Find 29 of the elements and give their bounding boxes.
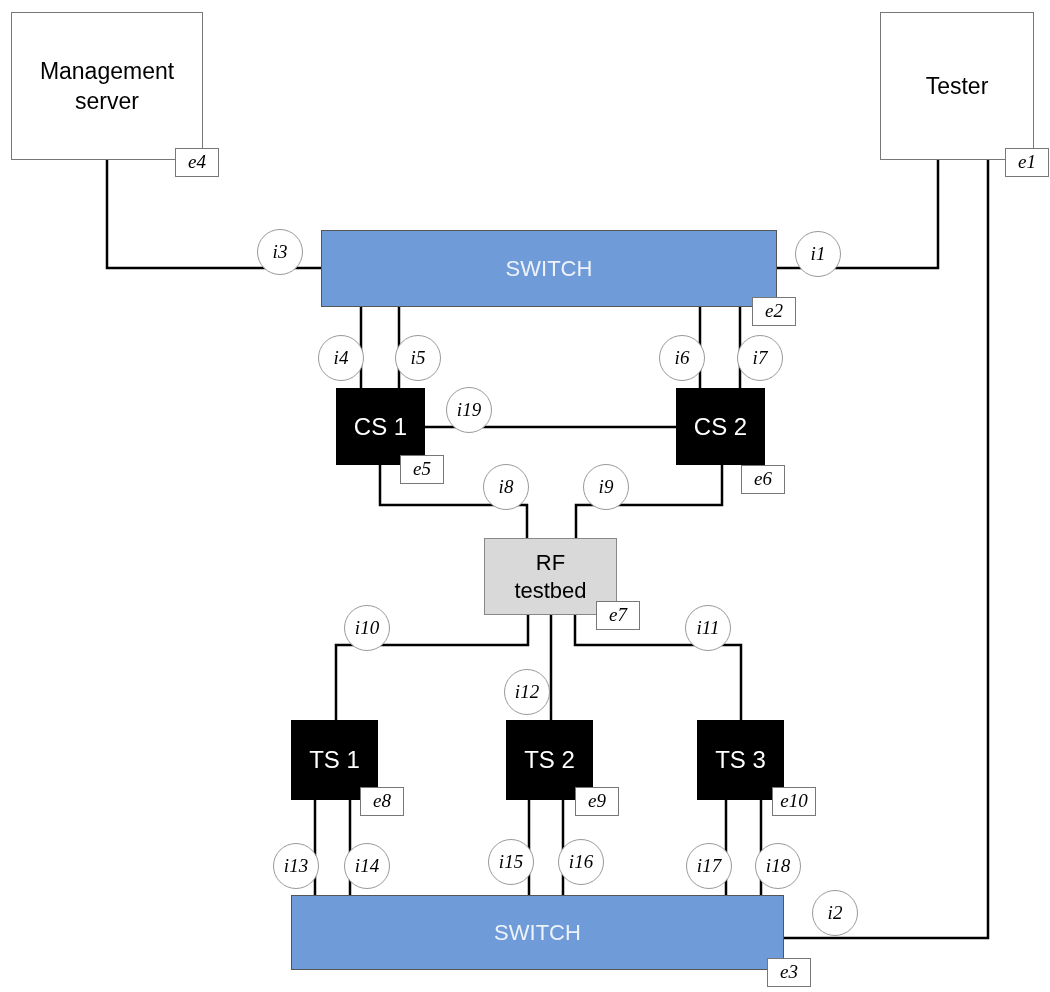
- connection-line: [574, 465, 724, 538]
- port-tag: e9: [575, 787, 619, 816]
- node-label: TS 2: [523, 745, 576, 775]
- node-label: TS 1: [308, 745, 361, 775]
- node-label: Tester: [924, 71, 990, 101]
- node-label: TS 3: [714, 745, 767, 775]
- node-label: SWITCH: [504, 255, 594, 283]
- port-tag: e5: [400, 455, 444, 484]
- connection-line: [105, 160, 321, 270]
- port-tag: e4: [175, 148, 219, 177]
- connection-line: [549, 615, 553, 720]
- port-tag: e10: [772, 787, 816, 816]
- connection-line: [378, 465, 529, 538]
- port-tag: e6: [741, 465, 785, 494]
- node-label: SWITCH: [493, 919, 582, 947]
- node-label: RF testbed: [513, 548, 588, 605]
- port-tag: e7: [596, 601, 640, 630]
- port-tag: e2: [752, 297, 796, 326]
- server-box: [676, 388, 765, 465]
- node-label: CS 2: [692, 411, 749, 442]
- connection-line: [573, 615, 743, 720]
- node-label: Management server: [38, 57, 176, 116]
- connection-line: [784, 160, 990, 940]
- connection-line: [334, 615, 530, 720]
- port-tag: e1: [1005, 148, 1049, 177]
- connection-line: [425, 425, 676, 429]
- node-label: CS 1: [352, 411, 409, 442]
- port-tag: e8: [360, 787, 404, 816]
- port-tag: e3: [767, 958, 811, 987]
